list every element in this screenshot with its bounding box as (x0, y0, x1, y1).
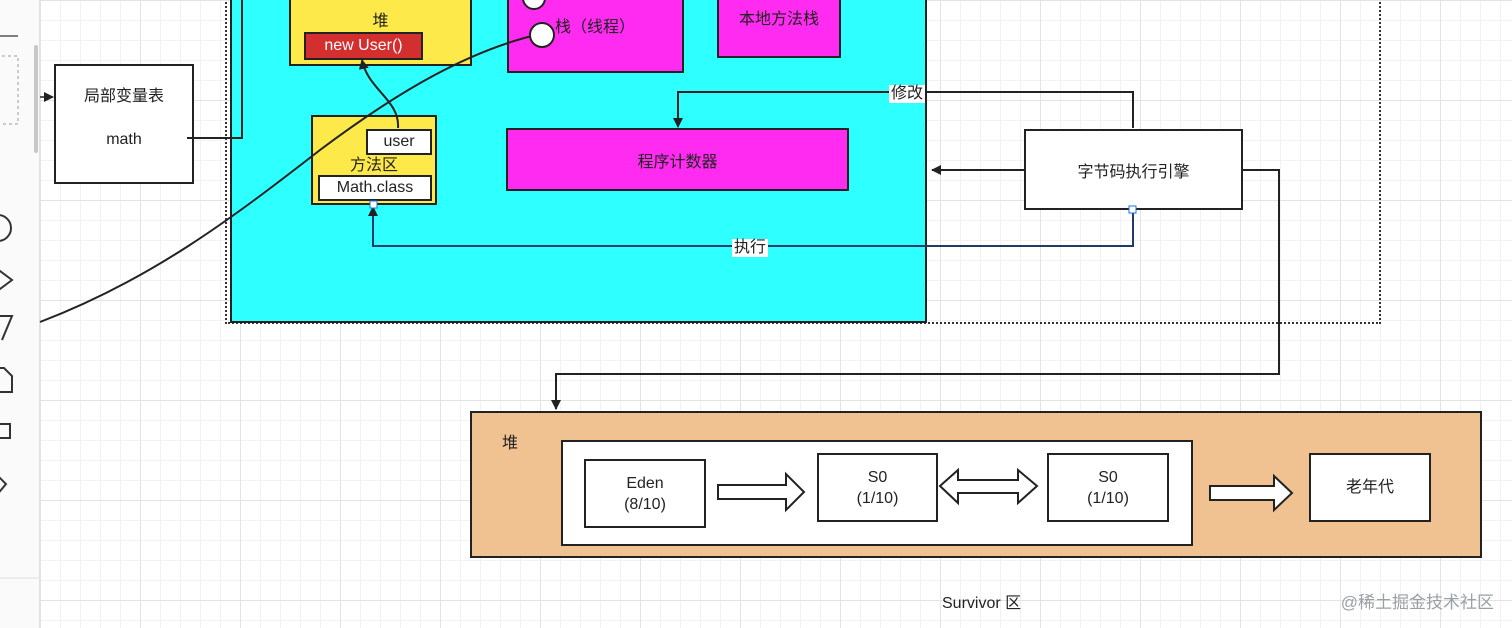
s0-a-ratio: (1/10) (856, 489, 899, 507)
program-counter-title: 程序计数器 (637, 153, 718, 171)
palette-rect-shape[interactable] (0, 423, 11, 439)
local-vars-table[interactable]: 局部变量表 math (54, 64, 194, 184)
stack-thread-title: 栈（线程） (555, 19, 636, 36)
edge-label-execute: 执行 (732, 239, 769, 257)
local-var-math: math (106, 131, 142, 148)
s0-b-name: S0 (1098, 468, 1118, 486)
old-gen-name: 老年代 (1345, 479, 1394, 496)
palette-parallelogram-shape[interactable] (0, 315, 14, 341)
palette-dashed-rect-shape[interactable] (0, 55, 19, 125)
stack-thread[interactable]: 栈（线程） (507, 0, 684, 73)
native-method-stack-title: 本地方法栈 (738, 11, 819, 28)
heap-box-title: 堆 (372, 13, 389, 30)
shape-palette (0, 0, 40, 628)
palette-circle-shape[interactable] (0, 214, 12, 242)
palette-double-arrow-shape[interactable] (0, 474, 8, 496)
method-area-title: 方法区 (349, 157, 398, 174)
eden-name: Eden (626, 474, 664, 492)
watermark: @稀土掘金技术社区 (1340, 593, 1494, 612)
math-class[interactable]: Math.class (318, 175, 432, 201)
palette-arrow-shape[interactable] (0, 268, 14, 292)
old-generation[interactable]: 老年代 (1309, 453, 1431, 522)
local-vars-title: 局部变量表 (83, 88, 164, 105)
new-user-object[interactable]: new User() (304, 32, 423, 60)
palette-shapes (0, 35, 40, 579)
eden-ratio: (8/10) (624, 495, 666, 513)
heap-box[interactable]: 堆 new User() (289, 0, 472, 66)
s0-b-ratio: (1/10) (1087, 489, 1129, 507)
edge-label-modify: 修改 (889, 85, 926, 103)
eden-space[interactable]: Eden (8/10) (584, 459, 706, 528)
method-area[interactable]: user 方法区 Math.class (311, 115, 437, 205)
program-counter[interactable]: 程序计数器 (506, 128, 849, 191)
heap-panel-title: 堆 (502, 435, 519, 452)
palette-scrollbar[interactable] (34, 45, 38, 153)
survivor-s0-a[interactable]: S0 (1/10) (817, 453, 938, 522)
native-method-stack[interactable]: 本地方法栈 (717, 0, 841, 58)
survivor-label: Survivor 区 (942, 595, 1022, 612)
bytecode-engine[interactable]: 字节码执行引擎 (1024, 129, 1243, 210)
survivor-s0-b[interactable]: S0 (1/10) (1047, 453, 1169, 522)
s0-a-name: S0 (867, 468, 888, 486)
bytecode-engine-title: 字节码执行引擎 (1077, 163, 1190, 181)
palette-pentagon-shape[interactable] (0, 367, 13, 393)
